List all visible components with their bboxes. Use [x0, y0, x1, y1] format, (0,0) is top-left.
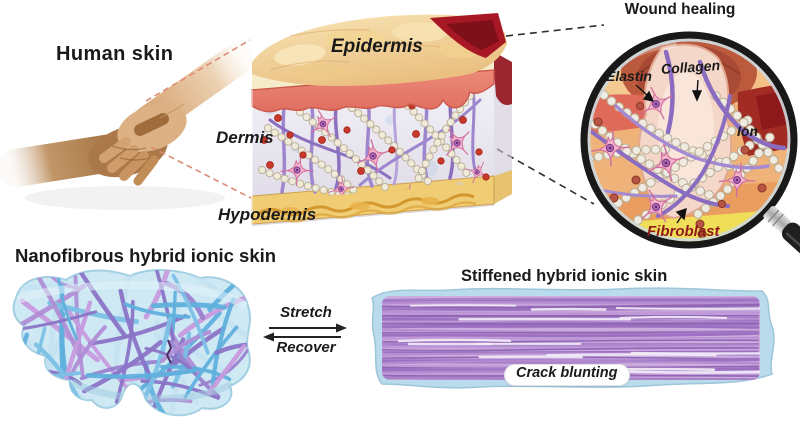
hypodermis-label: Hypodermis [218, 205, 317, 224]
magnifier-handle [763, 205, 800, 261]
epidermis-label: Epidermis [331, 36, 423, 57]
human-skin-label: Human skin [56, 43, 174, 65]
wound-healing-title: Wound healing [624, 1, 736, 18]
handshake-photo [0, 44, 252, 210]
lens-rim [580, 31, 798, 249]
dermis-label: Dermis [216, 128, 274, 147]
nanofibrous-skin-title: Nanofibrous hybrid ionic skin [15, 245, 277, 266]
stretch-label: Stretch [280, 304, 332, 321]
lens-glass-ring [587, 38, 791, 242]
skin-block-illustration [251, 13, 512, 226]
elastin-label: Elastin [606, 68, 652, 84]
connector-lines [145, 24, 605, 205]
stiffened-material [371, 287, 775, 389]
micro-crack [165, 339, 173, 364]
stiffened-skin-title: Stiffened hybrid ionic skin [461, 267, 668, 285]
fibroblast-label: Fibroblast [647, 223, 720, 240]
stretch-recover-arrows [263, 323, 347, 342]
ion-label: Ion [737, 123, 758, 139]
crack-blunting-label: Crack blunting [504, 364, 630, 386]
recover-label: Recover [276, 339, 336, 356]
